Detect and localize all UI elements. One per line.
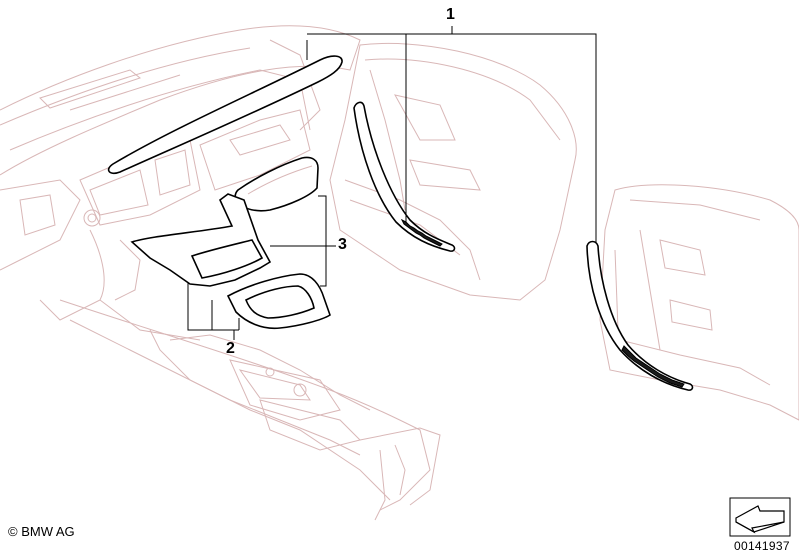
leader-lines-1 xyxy=(306,26,597,242)
dash-trim-strip xyxy=(107,55,343,175)
leader-lines-2 xyxy=(187,282,240,340)
copyright-notice: © BMW AG xyxy=(8,524,75,539)
rear-door-context xyxy=(599,184,799,421)
console-lid-crease xyxy=(247,165,313,195)
front-door-trim-clips xyxy=(400,218,443,247)
rear-door-trim-clips xyxy=(621,345,685,388)
leader-lines-3 xyxy=(270,195,336,287)
console-lid-trim xyxy=(234,156,319,212)
orientation-arrow-icon xyxy=(729,497,791,537)
front-door-trim-strip xyxy=(353,101,456,252)
center-stack-trim-opening xyxy=(190,239,264,279)
callout-3: 3 xyxy=(338,236,347,253)
front-door-context xyxy=(329,42,577,301)
gear-shift-surround-opening xyxy=(244,285,315,319)
dashboard-context xyxy=(0,25,361,341)
callout-2: 2 xyxy=(226,340,235,357)
callout-1: 1 xyxy=(446,6,455,23)
diagram-id: 00141937 xyxy=(734,539,790,553)
center-console-context xyxy=(59,299,441,521)
